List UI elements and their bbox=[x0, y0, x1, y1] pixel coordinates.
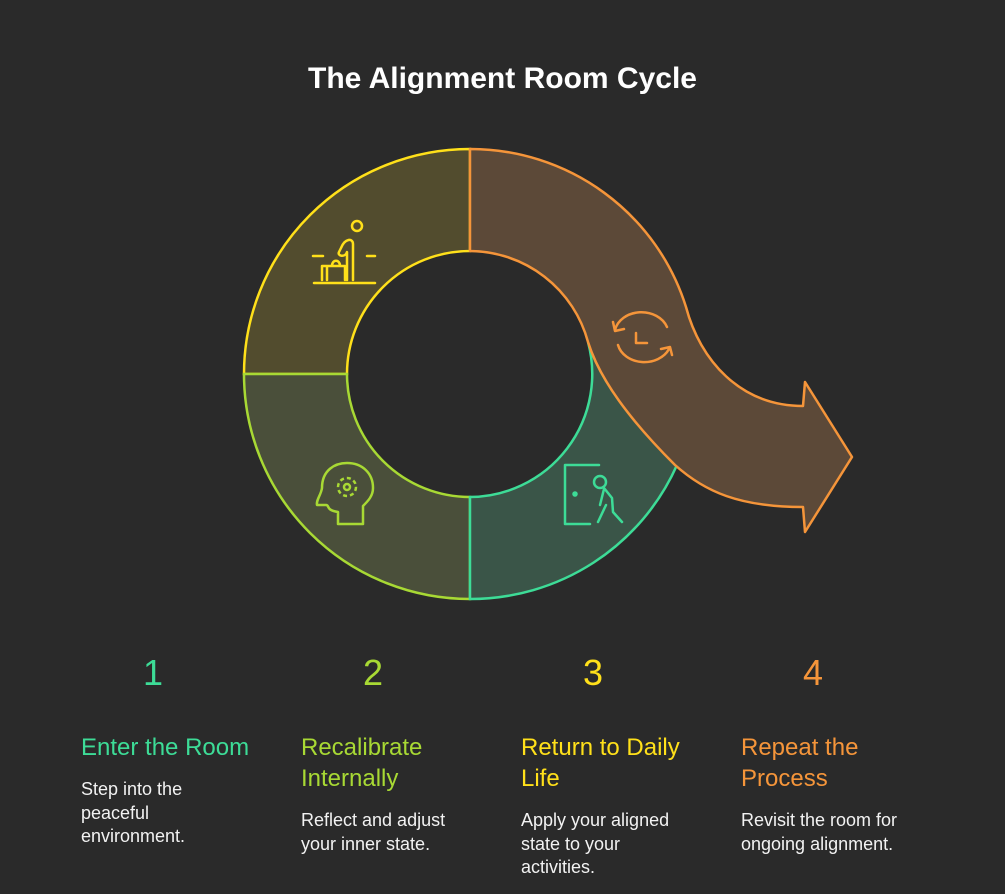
step-number: 2 bbox=[362, 652, 384, 693]
reception-desk-icon bbox=[311, 219, 377, 285]
segment-enter bbox=[242, 147, 472, 376]
step-number: 1 bbox=[142, 652, 164, 693]
step-description: Step into the peaceful environment. bbox=[81, 779, 186, 846]
step-title: Enter the Room bbox=[81, 734, 250, 761]
step-description: Revisit the room for ongoing alignment. bbox=[741, 810, 898, 854]
step-number: 3 bbox=[582, 652, 604, 693]
cycle-clock-icon bbox=[611, 310, 674, 364]
step-title: Repeat the Process bbox=[741, 734, 859, 792]
segment-recalibrate bbox=[242, 372, 472, 601]
step-description: Apply your aligned state to your activit… bbox=[521, 810, 670, 877]
person-exit-door-icon bbox=[563, 463, 624, 526]
head-gear-icon bbox=[315, 461, 375, 526]
step-title: Return to Daily Life bbox=[521, 734, 680, 792]
page-title: The Alignment Room Cycle bbox=[308, 62, 697, 95]
step-title: Recalibrate Internally bbox=[301, 734, 423, 792]
segment-repeat-arrow bbox=[468, 147, 854, 534]
step-number: 4 bbox=[802, 652, 824, 693]
step-description: Reflect and adjust your inner state. bbox=[301, 810, 446, 854]
